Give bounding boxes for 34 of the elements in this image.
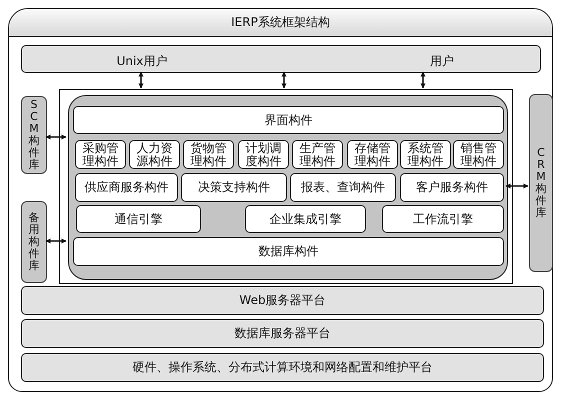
component-box: 界面构件 [73,106,504,134]
component-box: 供应商服务构件 [75,173,178,202]
component-box: 系统管理构件 [400,140,451,169]
component-box: 报表、查询构件 [290,173,396,202]
arrow [506,184,528,188]
component-box: 采购管理构件 [75,140,126,169]
component-box: 数据库构件 [73,237,504,266]
platform-bar: Web服务器平台 [21,286,544,315]
arrow [46,134,66,140]
arrow [138,72,144,88]
platform-bar: 数据库服务器平台 [21,319,544,348]
arrow [46,238,66,244]
component-box: 销售管理构件 [453,140,504,169]
component-box: 客户服务构件 [400,173,504,202]
component-box: 存储管理构件 [347,140,398,169]
platform-bar: 硬件、操作系统、分布式计算环境和网络配置和维护平台 [21,353,544,382]
library-panel: 备用构件库 [21,201,47,283]
arrow [420,72,426,88]
component-box: 生产管理构件 [292,140,343,169]
arrow [282,72,286,88]
component-box: 人力资源构件 [129,140,180,169]
user-label: 用户 [429,53,455,70]
library-panel: CRM构件库 [529,94,553,272]
component-box: 决策支持构件 [181,173,287,202]
outer-frame [8,8,553,392]
component-box: 货物管理构件 [183,140,234,169]
component-box: 工作流引擎 [382,205,504,233]
component-box: 通信引擎 [76,205,201,233]
library-panel: SCM构件库 [21,96,47,174]
user-label: Unix用户 [116,53,168,70]
component-box: 企业集成引擎 [245,205,366,233]
user-bar [21,45,541,73]
component-box: 计划调度构件 [238,140,289,169]
title-bar: IERP系统框架结构 [9,9,552,37]
